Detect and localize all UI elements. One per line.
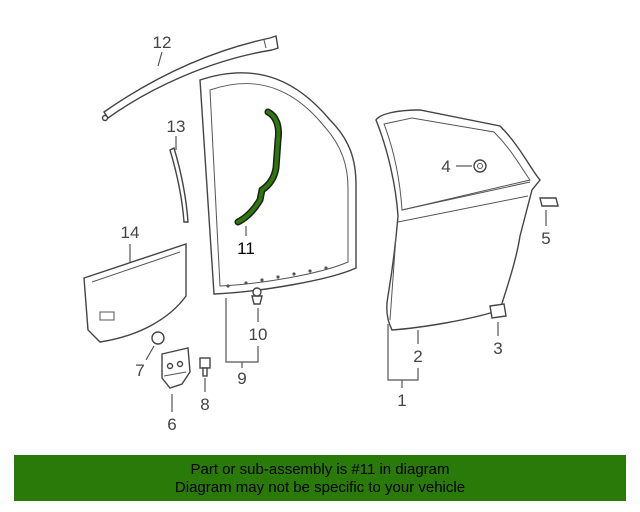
leader-12 — [157, 51, 163, 67]
callout-11[interactable]: 11 — [237, 239, 255, 258]
part-6-hinge[interactable] — [161, 347, 191, 389]
callout-12[interactable]: 12 — [153, 33, 172, 52]
leader-7 — [145, 345, 155, 361]
part-10-clip[interactable] — [251, 287, 263, 305]
callout-13[interactable]: 13 — [167, 117, 186, 136]
callout-8[interactable]: 8 — [200, 395, 209, 414]
part-4-grommet[interactable] — [473, 159, 487, 173]
banner-line-1: Part or sub-assembly is #11 in diagram — [190, 461, 450, 478]
callout-14[interactable]: 14 — [121, 223, 140, 242]
part-7-bumper[interactable] — [151, 331, 165, 345]
callout-3[interactable]: 3 — [493, 339, 502, 358]
callout-2[interactable]: 2 — [413, 347, 422, 366]
parts-diagram: 12 13 14 11 10 9 — [83, 33, 559, 434]
callout-9[interactable]: 9 — [237, 369, 246, 388]
part-13-pillar-garnish[interactable] — [169, 147, 189, 223]
part-3-plug[interactable] — [489, 303, 507, 319]
part-5-cap[interactable] — [539, 197, 559, 207]
callout-6[interactable]: 6 — [167, 415, 176, 434]
callout-7[interactable]: 7 — [135, 361, 144, 380]
part-12-drip-molding[interactable] — [101, 35, 279, 122]
leader-1 — [387, 324, 419, 381]
part-8-bolt[interactable] — [199, 357, 211, 377]
door-opening-frame — [199, 72, 357, 295]
callout-1[interactable]: 1 — [397, 391, 406, 410]
callout-10[interactable]: 10 — [249, 325, 268, 344]
callout-5[interactable]: 5 — [541, 229, 550, 248]
part-11-weatherstrip[interactable] — [234, 108, 282, 226]
info-banner: Part or sub-assembly is #11 in diagram D… — [14, 455, 626, 501]
callout-4[interactable]: 4 — [441, 157, 450, 176]
banner-line-2: Diagram may not be specific to your vehi… — [174, 479, 466, 496]
part-1-door-shell[interactable] — [375, 109, 541, 331]
part-14-trim-panel[interactable] — [83, 243, 187, 343]
